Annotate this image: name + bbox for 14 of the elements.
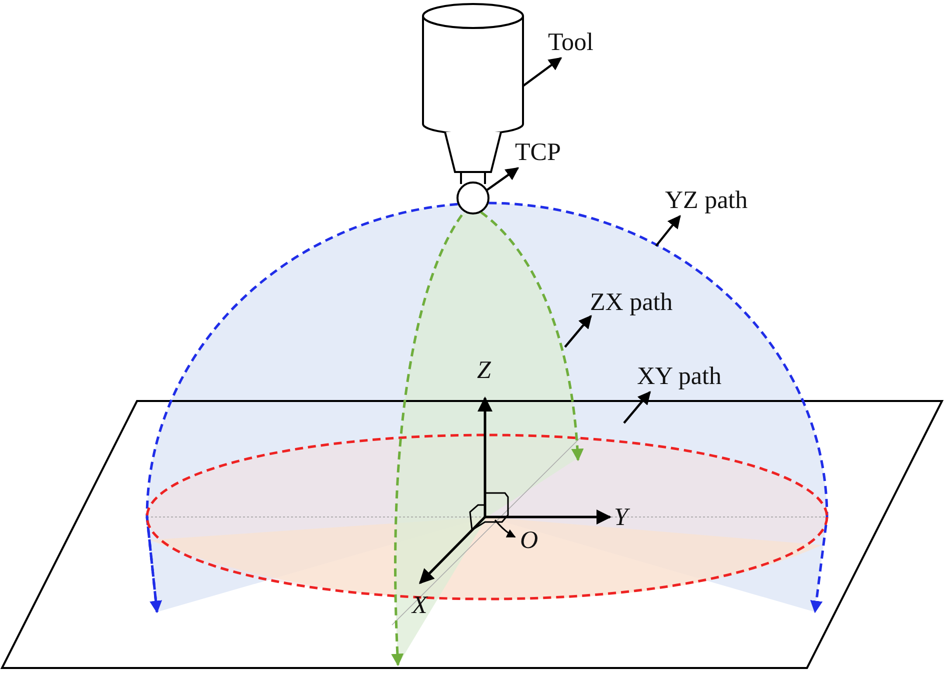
axis-label: X [412, 593, 428, 618]
leader-arrow [623, 391, 651, 424]
leader-arrow [564, 315, 592, 348]
axis-label: Z [477, 358, 491, 383]
callout-label: YZ path [665, 188, 748, 213]
callout-label: Tool [548, 30, 594, 55]
axis-label: Y [614, 505, 628, 530]
leader-arrow [522, 57, 562, 87]
callout-label: XY path [637, 364, 722, 389]
callout-label: TCP [515, 140, 561, 165]
leader-arrow [655, 214, 681, 247]
axis-label: O [520, 528, 538, 553]
callout-label: ZX path [590, 290, 673, 315]
leader-arrow [486, 167, 520, 191]
